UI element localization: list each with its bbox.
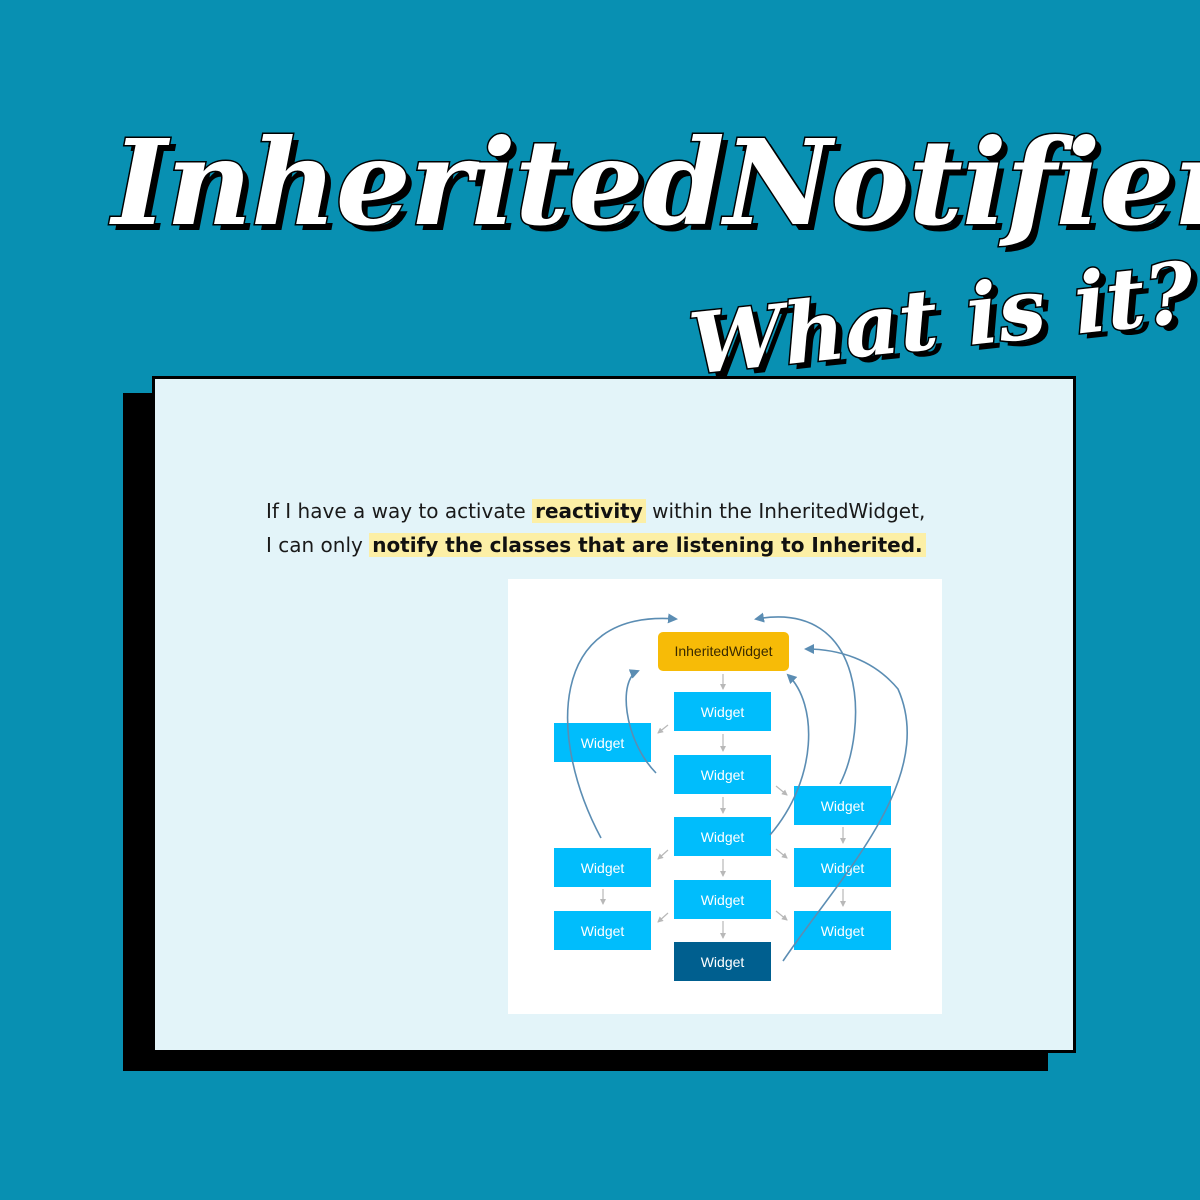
tree-connector xyxy=(775,910,788,921)
widget-node xyxy=(674,755,771,794)
widget-label: Widget xyxy=(581,735,625,751)
widget-node xyxy=(674,692,771,731)
widget-label: Widget xyxy=(701,892,745,908)
widget-label: Widget xyxy=(701,954,745,970)
highlight-reactivity: reactivity xyxy=(532,499,646,523)
widget-label: Widget xyxy=(581,860,625,876)
inherited-widget-label: InheritedWidget xyxy=(674,643,772,659)
widget-node xyxy=(794,786,891,825)
highlight-notify: notify the classes that are listening to… xyxy=(369,533,926,557)
notify-arrow xyxy=(769,673,810,836)
tree-connector xyxy=(657,849,669,860)
line1-before: If I have a way to activate xyxy=(266,499,533,523)
line2-before: I can only xyxy=(266,533,370,557)
widget-node xyxy=(554,723,651,762)
explanation-line-2: I can only notify the classes that are l… xyxy=(266,528,986,562)
notify-arrow xyxy=(754,612,857,785)
widget-node xyxy=(674,817,771,856)
widget-label: Widget xyxy=(701,704,745,720)
notify-arrow xyxy=(625,669,657,774)
explanation-line-1: If I have a way to activate reactivity w… xyxy=(266,494,986,528)
widget-label: Widget xyxy=(821,798,865,814)
widget-node xyxy=(674,880,771,919)
widget-node xyxy=(554,911,651,950)
explanation-text: If I have a way to activate reactivity w… xyxy=(266,494,986,562)
notify-arrow xyxy=(782,644,909,962)
active-widget-node xyxy=(674,942,771,981)
widget-label: Widget xyxy=(821,860,865,876)
title-inherited-notifier: InheritedNotifier xyxy=(111,112,1200,254)
line1-after: within the InheritedWidget, xyxy=(645,499,926,523)
widget-node xyxy=(554,848,651,887)
tree-connector xyxy=(775,785,788,796)
widget-label: Widget xyxy=(821,923,865,939)
widget-label: Widget xyxy=(581,923,625,939)
tree-connector xyxy=(657,724,669,734)
widget-tree-svg: InheritedWidgetWidgetWidgetWidgetWidgetW… xyxy=(554,612,909,981)
tree-connector xyxy=(657,912,669,923)
widget-label: Widget xyxy=(701,767,745,783)
inherited-widget-node xyxy=(658,632,789,671)
widget-label: Widget xyxy=(701,829,745,845)
widget-node xyxy=(794,911,891,950)
notify-arrow xyxy=(566,613,678,839)
widget-node xyxy=(794,848,891,887)
tree-connector xyxy=(775,848,788,859)
